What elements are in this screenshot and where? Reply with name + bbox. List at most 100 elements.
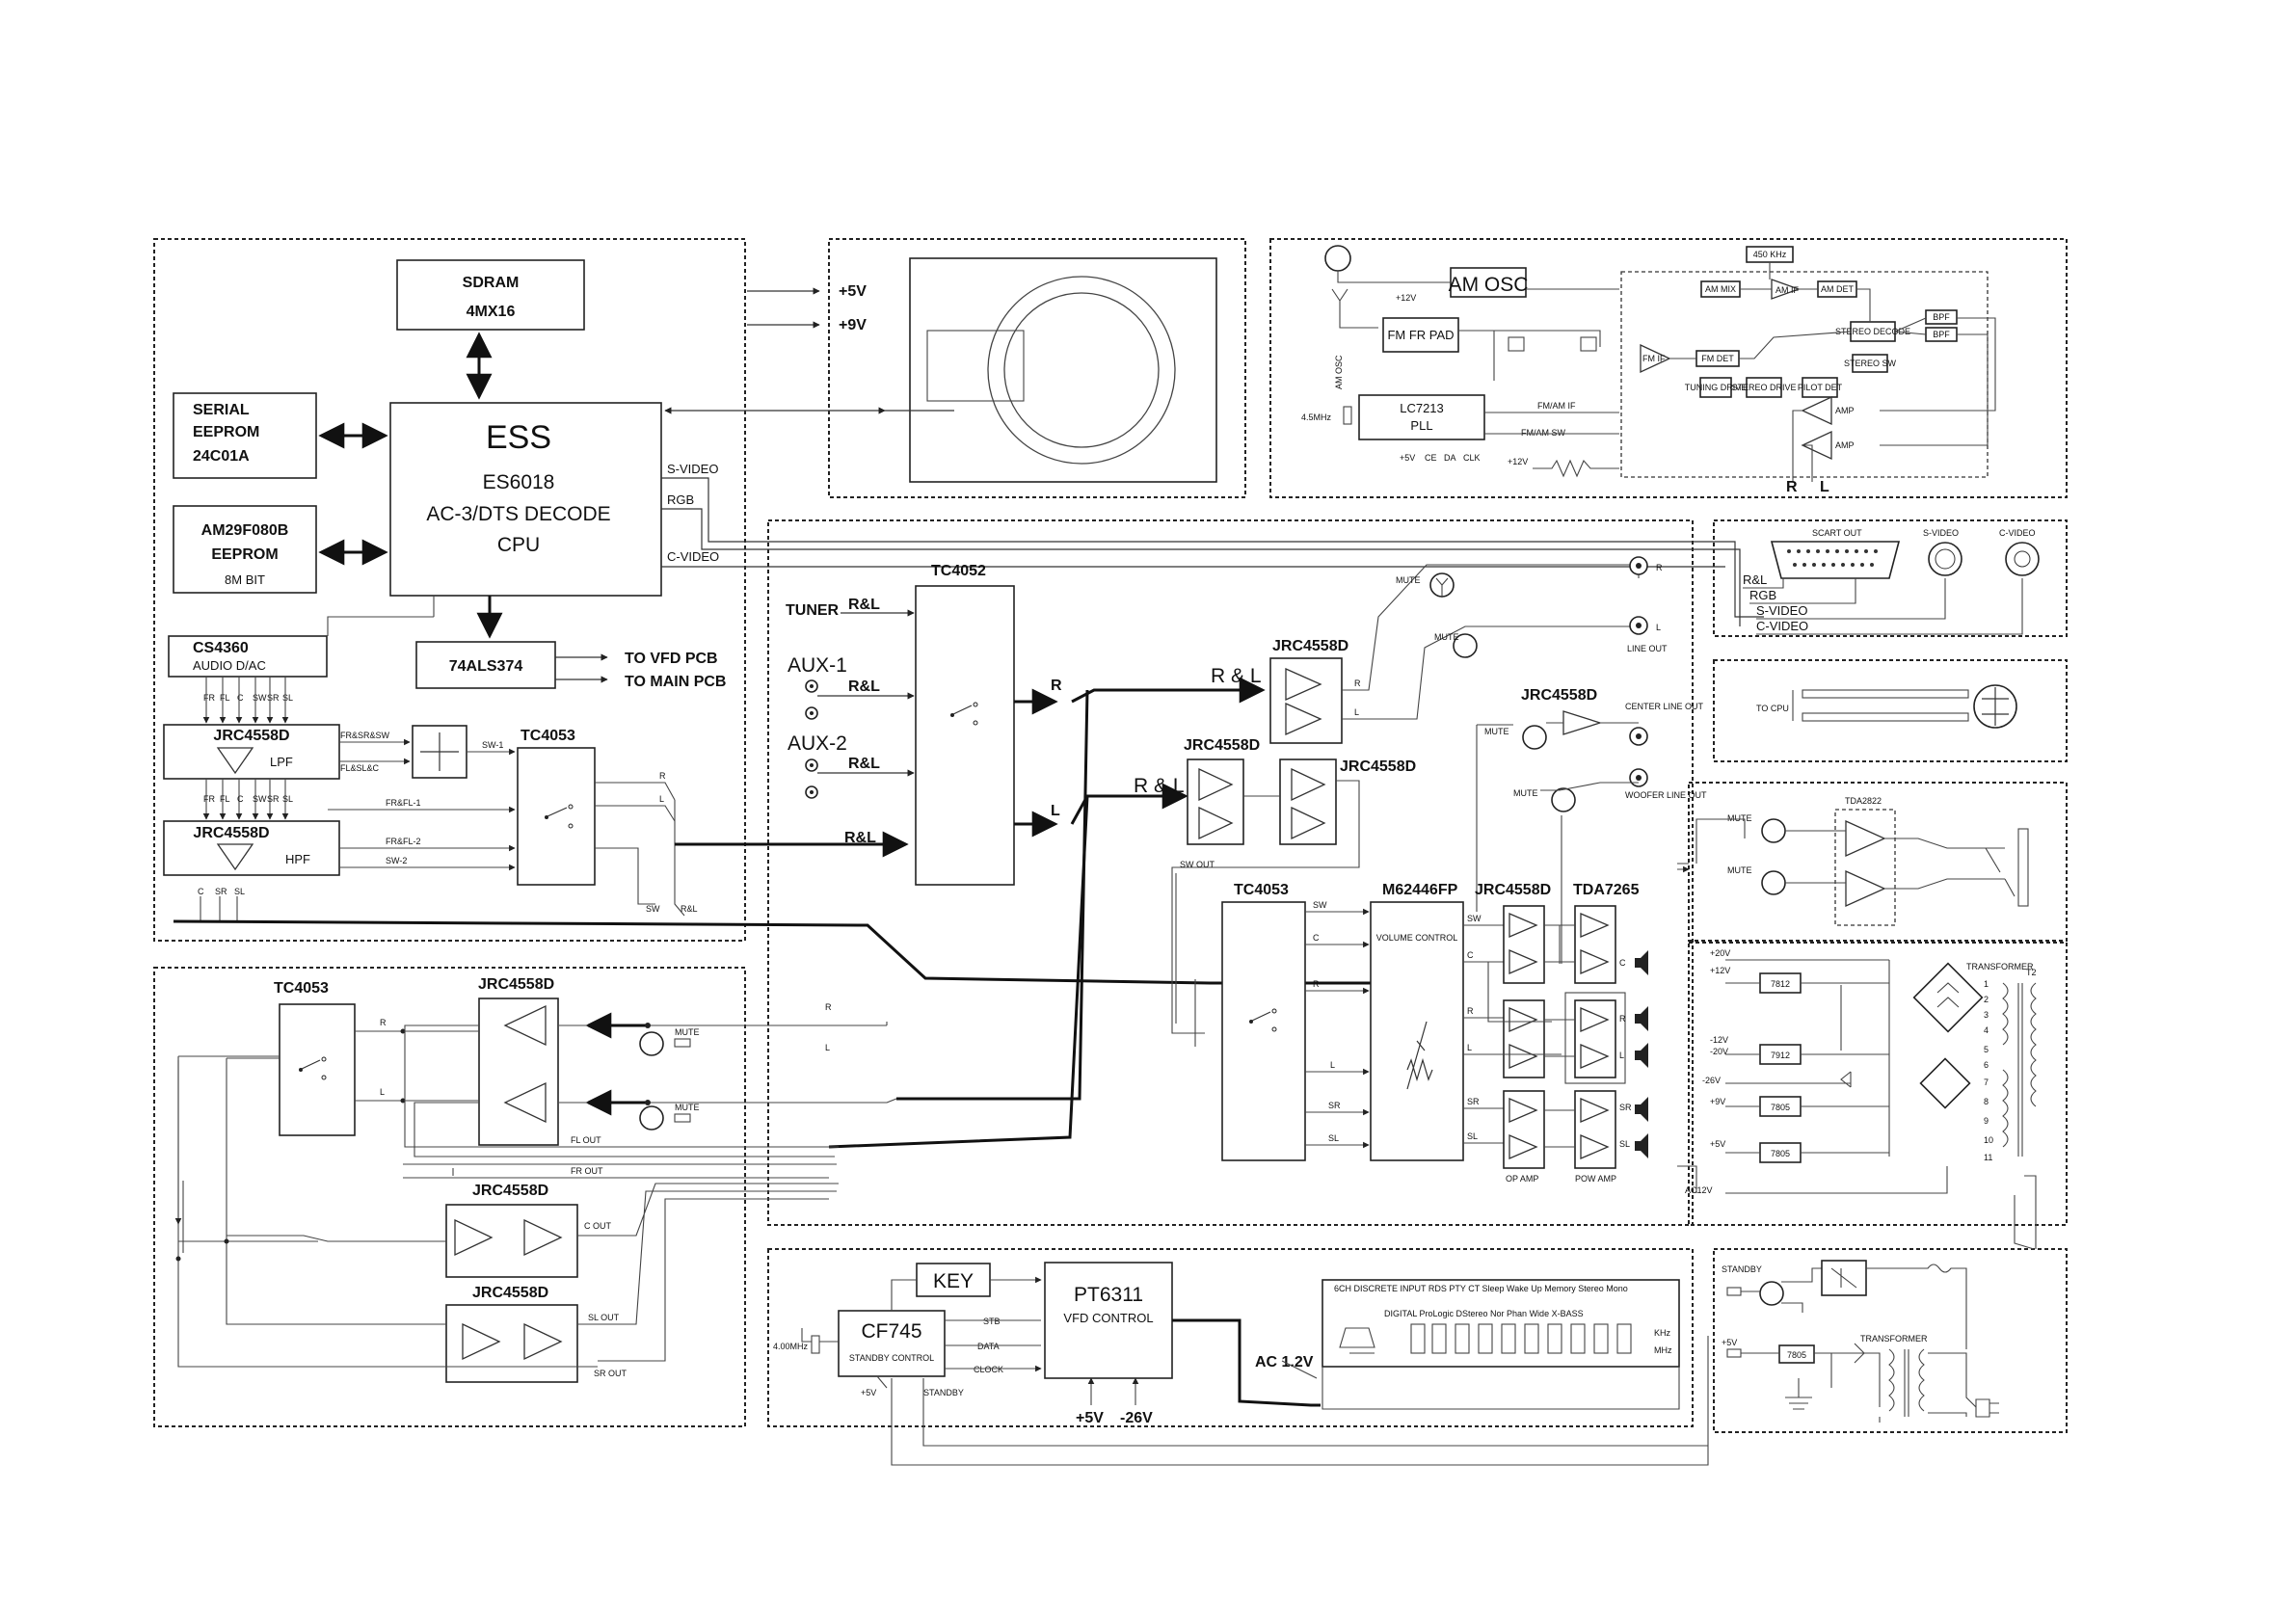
volume-label: VOLUME CONTROL — [1376, 933, 1458, 943]
standby-5v: +5V — [1722, 1338, 1737, 1347]
post-r-label: R — [380, 1018, 387, 1027]
vfd-ctrl-model: PT6311 — [1074, 1284, 1143, 1306]
rail-5v: +5V — [1710, 1139, 1725, 1149]
standby-reg: 7805 — [1787, 1350, 1806, 1360]
transformer-pins: 1 2 3 4 5 6 7 8 9 10 11 — [1984, 979, 1993, 1162]
center-buffer: JRC4558D C OUT — [445, 1183, 612, 1278]
vfd-top-line: 6CH DISCRETE INPUT RDS PTY CT Sleep Wake… — [1334, 1284, 1628, 1293]
sl-out-label: SL OUT — [588, 1313, 620, 1322]
tuner-out-r: R — [1786, 479, 1798, 495]
woofer-line-out: WOOFER LINE OUT — [1625, 790, 1707, 800]
cpu-connector-panel — [1713, 659, 2068, 762]
vfd-ctrl-function: VFD CONTROL — [1063, 1311, 1153, 1325]
tuner-ic-tuning: TUNING DRIVE — [1685, 383, 1748, 392]
standby-circuit: STANDBY +5V 7805 TRANSFORMER — [1722, 1260, 1999, 1423]
tuner-ic-am-det: AM DET — [1821, 284, 1855, 294]
tuner-ic-am-if: AM IF — [1775, 285, 1800, 295]
switch-pin-l: L — [1330, 1060, 1335, 1070]
switch-l-label: L — [659, 794, 664, 804]
dac-pin-labels: FR FL C SW SR SL — [203, 693, 293, 703]
cpu-label: CPU — [497, 534, 540, 556]
key-label: KEY — [933, 1270, 974, 1292]
headphone-panel — [1688, 782, 2068, 942]
video-outputs: SCART OUT S-VIDEO C-VIDEO R&L RGB S-VIDE… — [1743, 528, 2040, 635]
cpu-brand: ESS — [486, 419, 551, 456]
volume-ic: M62446FP — [1382, 882, 1458, 898]
tuner-am-osc-small: AM OSC — [1334, 355, 1344, 389]
standby-panel — [1713, 1248, 2068, 1433]
headphone-amp: TDA2822 MUTE MUTE — [1695, 796, 2029, 926]
vfd-mhz: MHz — [1654, 1345, 1672, 1355]
sum-in-1: FR&SR&SW — [340, 731, 390, 740]
dac-block: CS4360 AUDIO D/AC — [168, 635, 328, 678]
video-line-rgb: RGB — [1749, 588, 1776, 602]
spk-c: C — [1619, 958, 1626, 968]
power-in-9v: +9V — [839, 317, 867, 333]
reg-7805-b: 7805 — [1771, 1149, 1790, 1158]
hpf-pin-fl: FL — [220, 794, 230, 804]
sig-stb: STB — [983, 1317, 1001, 1326]
decoder-rl-out: R&L — [681, 904, 698, 914]
rail-m26v: -26V — [1702, 1076, 1721, 1085]
surround-buffer-ic: JRC4558D — [472, 1285, 548, 1301]
decoder-switch: TC4053 — [517, 728, 596, 886]
power-in-5v: +5V — [839, 283, 867, 300]
tuner-fm-am-sw: FM/AM SW — [1521, 428, 1565, 438]
power-panel — [1688, 942, 2068, 1226]
pll-pin-clk: CLK — [1463, 453, 1481, 463]
headphone-mute-1: MUTE — [1727, 813, 1752, 823]
cpu-rgb-label: RGB — [667, 492, 694, 507]
tuner-panel — [1269, 238, 2068, 498]
power-amp-ic: TDA7265 — [1573, 882, 1640, 898]
hpf-ic: JRC4558D — [193, 825, 269, 841]
power-supply: +20V +12V -12V -20V -26V +9V +5V AC12V 7… — [1685, 948, 2037, 1195]
serial-eeprom-block: SERIAL EEPROM 24C01A — [173, 392, 317, 479]
vfd-mid-line: DIGITAL ProLogic DStereo Nor Phan Wide X… — [1384, 1309, 1584, 1318]
tuner-ic-amp2: AMP — [1835, 440, 1855, 450]
rail-9v: +9V — [1710, 1097, 1725, 1106]
mid-amp-blocks: JRC4558D JRC4558D — [1171, 737, 1416, 1034]
post-fl-out: FL OUT — [571, 1135, 601, 1145]
switch-pin-r: R — [1313, 979, 1320, 989]
line-out-label: LINE OUT — [1627, 644, 1668, 653]
vfd-m26v: -26V — [1120, 1410, 1153, 1426]
tuner-ic-stereo-decode: STEREO DECODE — [1835, 327, 1910, 336]
vfd-controller: PT6311 VFD CONTROL — [1044, 1262, 1173, 1379]
cpu-function: AC-3/DTS DECODE — [426, 503, 610, 525]
pin-5: 5 — [1984, 1045, 1989, 1054]
vol-pin-c: C — [1467, 950, 1474, 960]
spk-l: L — [1619, 1051, 1624, 1060]
power-t2-label: T2 — [2026, 968, 2037, 977]
rail-m12v: -12V — [1710, 1035, 1728, 1045]
power-rails: +20V +12V -12V -20V -26V +9V +5V AC12V — [1685, 948, 1730, 1195]
pin-10: 10 — [1984, 1135, 1993, 1145]
tuner-ic-amp1: AMP — [1835, 406, 1855, 415]
tuner-ic-fm-if: FM IF — [1642, 354, 1666, 363]
bottom-pin-sl: SL — [234, 887, 245, 896]
bottom-pin-sr: SR — [215, 887, 227, 896]
serial-eeprom-l2: EEPROM — [193, 424, 259, 440]
tuner-ic-fm-det: FM DET — [1701, 354, 1734, 363]
tuner-pll-pins: +5V CE DA CLK — [1400, 453, 1481, 463]
bottom-pin-c: C — [198, 887, 204, 896]
post-switch-label: TC4053 — [274, 980, 329, 997]
lpf-block: JRC4558D LPF — [163, 724, 340, 780]
to-cpu-label: TO CPU — [1756, 704, 1789, 713]
volume-pins: SW C R L SR SL — [1467, 914, 1482, 1141]
main-switch: TC4053 — [1221, 882, 1306, 1161]
pin-8: 8 — [1984, 1097, 1989, 1106]
hpf-pin-fr: FR — [203, 794, 215, 804]
hpf-pin-sl: SL — [282, 794, 293, 804]
post-buffer: JRC4558D — [478, 976, 559, 1146]
to-main-label: TO MAIN PCB — [625, 674, 726, 690]
scart-label: SCART OUT — [1812, 528, 1862, 538]
post-process-panel — [153, 967, 746, 1427]
tuner-ic-bpf1: BPF — [1933, 312, 1950, 322]
mcu-xtal: 4.00MHz — [773, 1342, 809, 1351]
tuner-ic-stereo-drive: STEREO DRIVE — [1731, 383, 1796, 392]
dac-pin-sr: SR — [267, 693, 280, 703]
dac-pin-sw: SW — [253, 693, 267, 703]
rail-m20v: -20V — [1710, 1047, 1728, 1056]
tuner-xtal: 4.5MHz — [1301, 412, 1332, 422]
pow-amp-label: POW AMP — [1575, 1174, 1616, 1184]
